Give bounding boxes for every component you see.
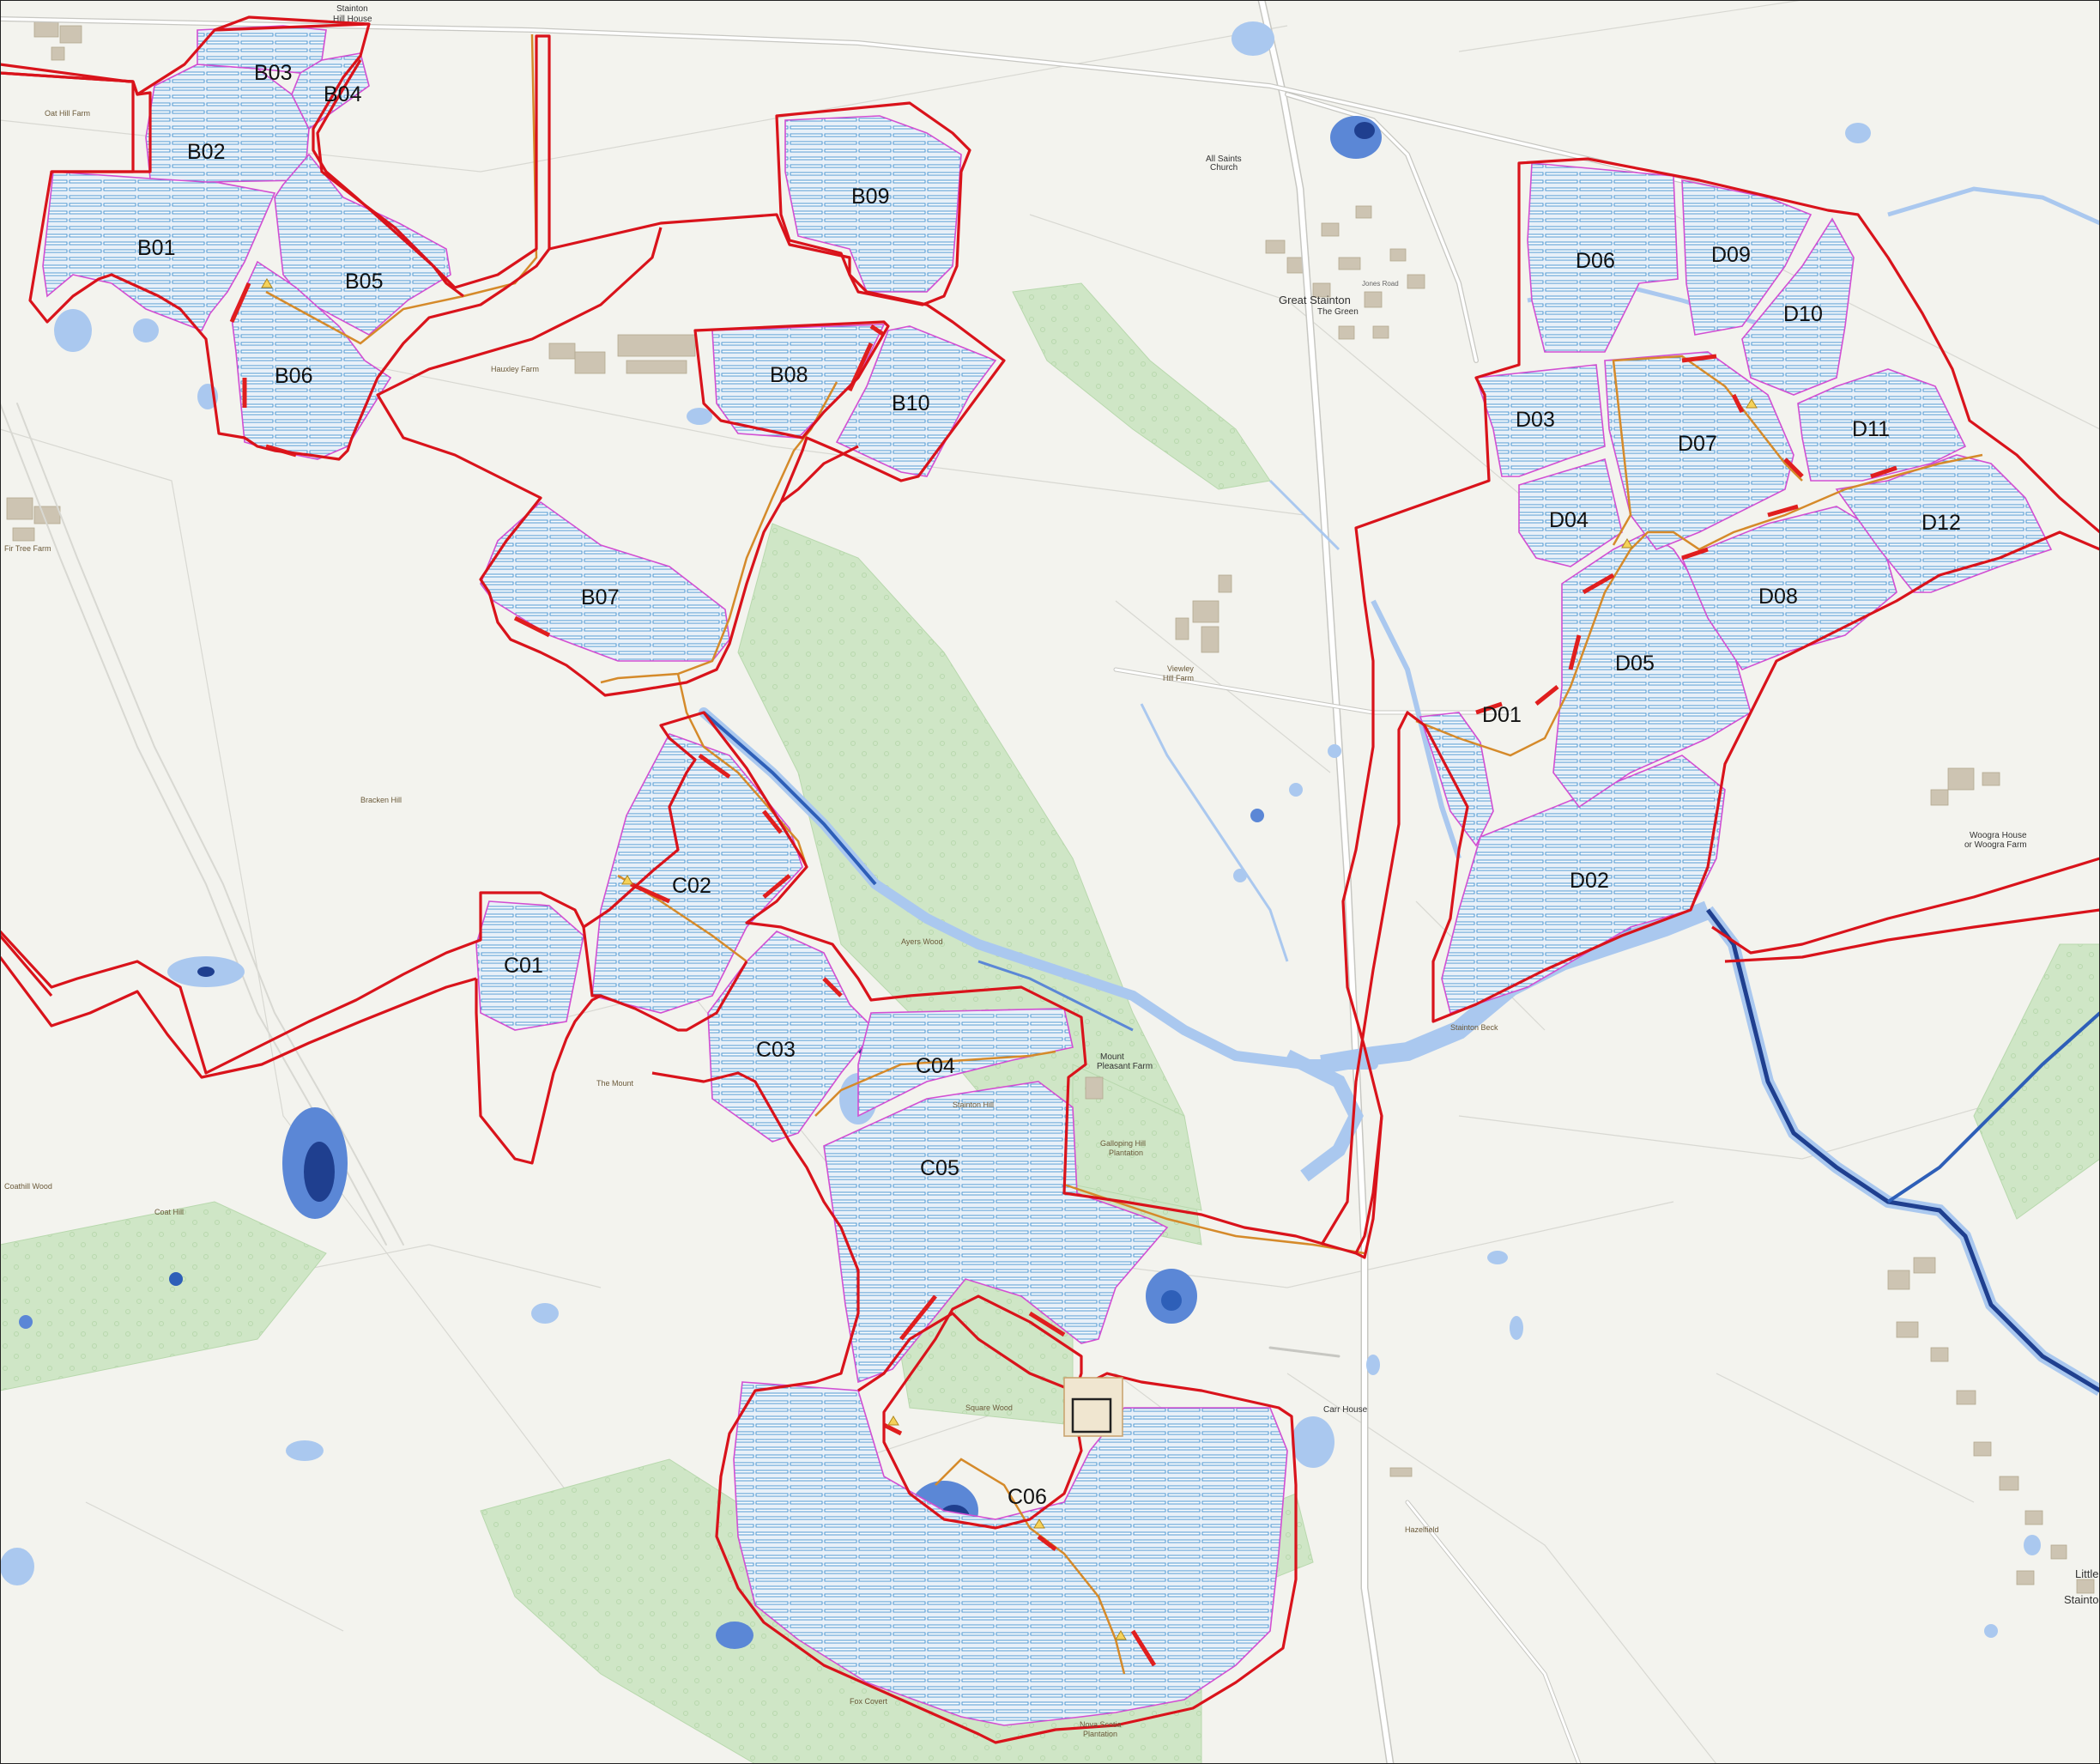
field-b05 xyxy=(274,153,451,336)
parcel-label-d06: D06 xyxy=(1576,249,1615,273)
place-stainton-hill-house-2: Hill House xyxy=(333,15,372,24)
place-fox-covert: Fox Covert xyxy=(850,1697,888,1706)
place-all-saints-1: All Saints xyxy=(1206,155,1242,164)
place-carr-house: Carr House xyxy=(1323,1405,1368,1415)
place-viewley-hill-farm-1: Viewley xyxy=(1167,664,1194,673)
place-the-mount: The Mount xyxy=(596,1079,634,1088)
buildings xyxy=(6,21,2095,1594)
field-d01 xyxy=(1419,712,1494,847)
transformer-markers xyxy=(261,278,1758,1640)
parcel-labels: B01 B02 B03 B04 B05 B06 B07 B08 B09 B10 … xyxy=(137,61,1961,1509)
parcel-label-b01: B01 xyxy=(137,236,175,260)
parcel-label-b08: B08 xyxy=(770,363,808,387)
place-nova-scotia-1: Nova Scotia xyxy=(1080,1720,1122,1729)
parcel-label-b03: B03 xyxy=(254,61,292,85)
field-c06 xyxy=(733,1381,1288,1726)
panel-fields xyxy=(42,25,2053,1726)
place-fir-tree-farm: Fir Tree Farm xyxy=(4,544,51,553)
parcel-label-d04: D04 xyxy=(1549,508,1589,532)
parcel-label-b04: B04 xyxy=(324,82,362,106)
place-woogra-1: Woogra House xyxy=(1970,831,2027,840)
field-b10 xyxy=(835,325,997,477)
parcel-label-b07: B07 xyxy=(581,585,619,609)
field-d03 xyxy=(1474,364,1606,477)
place-mount-pleasant-2: Pleasant Farm xyxy=(1097,1062,1153,1071)
place-viewley-hill-farm-2: Hill Farm xyxy=(1163,674,1194,682)
place-stainton-beck: Stainton Beck xyxy=(1450,1023,1498,1032)
field-d10 xyxy=(1741,217,1855,396)
field-c05 xyxy=(823,1081,1169,1384)
parcel-label-b02: B02 xyxy=(187,140,225,164)
place-stainton-hill: Stainton Hill xyxy=(953,1100,994,1109)
field-c04 xyxy=(857,1008,1074,1118)
parcel-label-c05: C05 xyxy=(920,1156,959,1180)
place-galloping-hill-1: Galloping Hill xyxy=(1100,1139,1146,1148)
place-hazelfield: Hazelfield xyxy=(1405,1525,1439,1534)
field-b04 xyxy=(291,52,370,130)
parcel-label-d01: D01 xyxy=(1482,703,1522,727)
parcel-label-b06: B06 xyxy=(275,364,312,388)
place-little-stainton-2: Stainton xyxy=(2064,1593,2100,1606)
place-the-green: The Green xyxy=(1317,307,1359,317)
place-labels: Stainton Hill House Oat Hill Farm Fir Tr… xyxy=(4,4,2100,1738)
parcel-label-c01: C01 xyxy=(504,954,543,978)
place-little-stainton-1: Little xyxy=(2075,1567,2098,1580)
parcel-label-b09: B09 xyxy=(851,185,889,209)
place-bracken-hill: Bracken Hill xyxy=(360,796,402,804)
field-d06 xyxy=(1527,162,1679,353)
parcel-label-d03: D03 xyxy=(1516,408,1555,432)
place-all-saints-2: Church xyxy=(1210,163,1238,173)
field-d11 xyxy=(1797,368,1967,482)
parcel-label-c03: C03 xyxy=(756,1038,796,1062)
road-label-jones-road: Jones Road xyxy=(1362,280,1399,288)
place-great-stainton: Great Stainton xyxy=(1279,294,1351,306)
parcel-label-d10: D10 xyxy=(1783,302,1823,326)
parcel-label-d09: D09 xyxy=(1711,243,1751,267)
parcel-label-b10: B10 xyxy=(892,391,929,415)
place-stainton-hill-house-1: Stainton xyxy=(336,4,368,14)
field-d04 xyxy=(1518,458,1623,567)
place-coathill-wood: Coathill Wood xyxy=(4,1182,52,1191)
field-c03 xyxy=(707,930,877,1143)
parcel-label-c06: C06 xyxy=(1008,1485,1047,1509)
field-d09 xyxy=(1681,179,1813,336)
field-b09 xyxy=(784,115,962,293)
field-d07 xyxy=(1604,351,1794,550)
parcel-label-d08: D08 xyxy=(1758,585,1798,609)
substation-compound xyxy=(1063,1377,1123,1437)
place-oat-hill-farm: Oat Hill Farm xyxy=(45,109,90,118)
parcel-label-b05: B05 xyxy=(345,270,383,294)
place-hauxley-farm: Hauxley Farm xyxy=(491,365,539,373)
parcel-label-d07: D07 xyxy=(1678,432,1717,456)
equipment-bars xyxy=(229,282,1897,1667)
place-ayers-wood: Ayers Wood xyxy=(901,937,943,946)
field-b06 xyxy=(231,260,392,460)
parcel-label-d05: D05 xyxy=(1615,652,1655,676)
parcel-label-d02: D02 xyxy=(1570,869,1609,893)
parcel-label-c04: C04 xyxy=(916,1054,955,1078)
field-c01 xyxy=(475,900,584,1031)
place-mount-pleasant-1: Mount xyxy=(1100,1052,1124,1062)
parcel-label-c02: C02 xyxy=(672,874,711,898)
parcel-label-d11: D11 xyxy=(1852,417,1890,441)
place-square-wood: Square Wood xyxy=(965,1403,1013,1412)
place-coat-hill: Coat Hill xyxy=(154,1208,184,1216)
place-galloping-hill-2: Plantation xyxy=(1109,1149,1143,1157)
place-woogra-2: or Woogra Farm xyxy=(1964,840,2027,850)
parcel-label-d12: D12 xyxy=(1921,511,1961,535)
field-d02 xyxy=(1441,755,1726,1015)
place-nova-scotia-2: Plantation xyxy=(1083,1730,1117,1738)
